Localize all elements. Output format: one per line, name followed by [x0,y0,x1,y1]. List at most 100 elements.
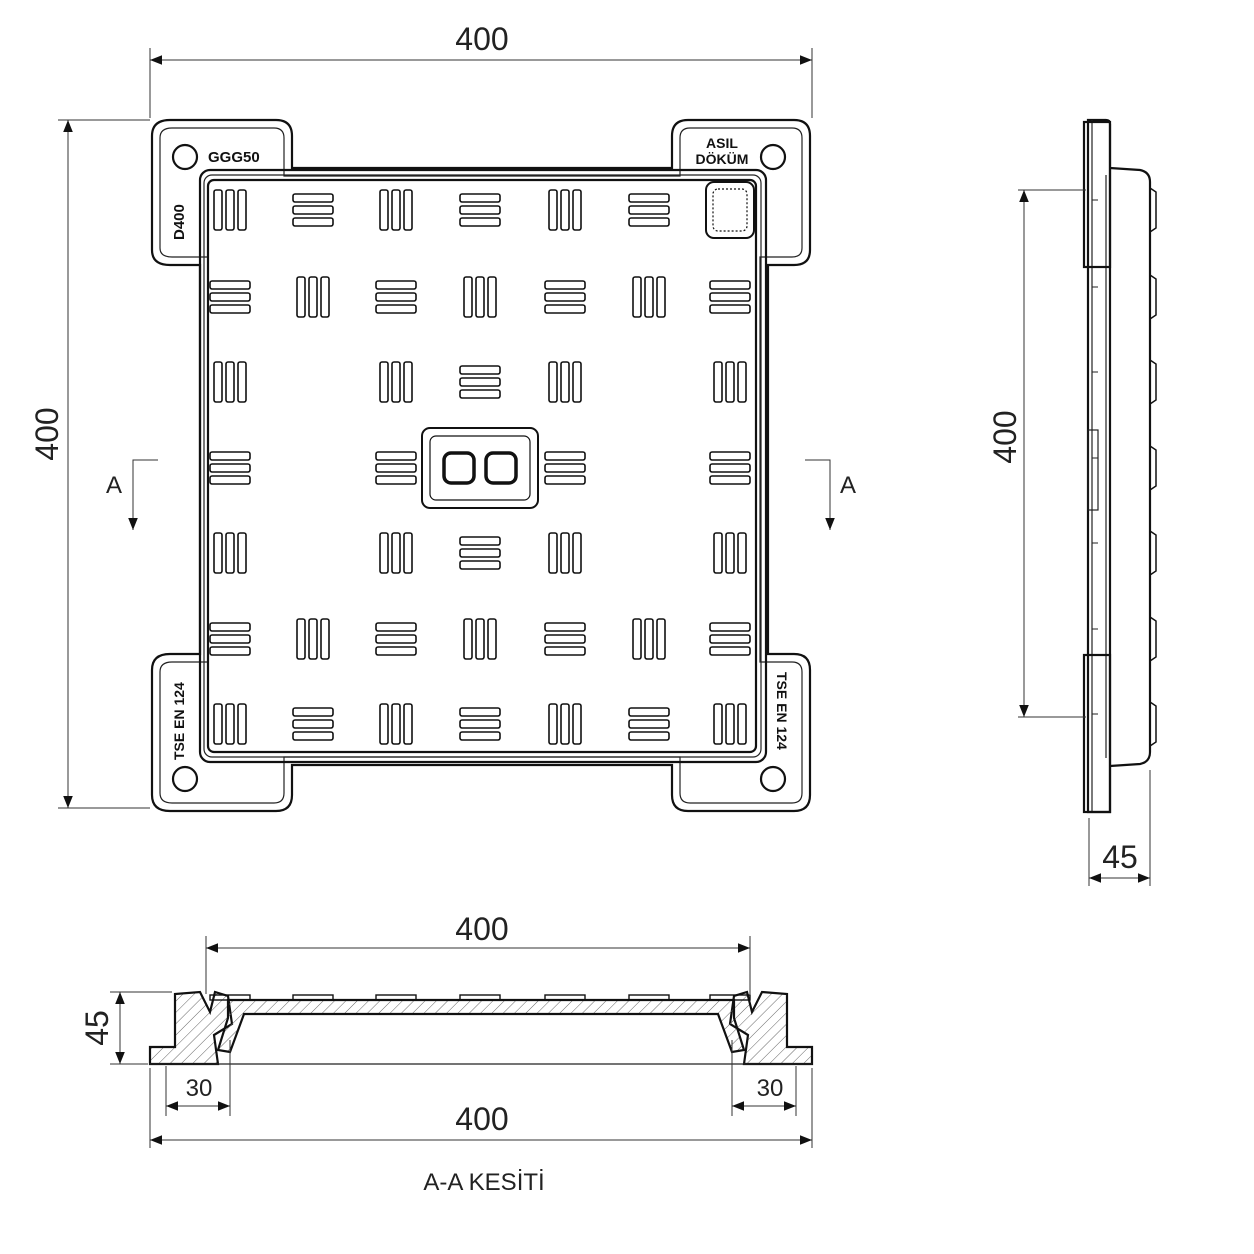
corner-boss [705,181,755,239]
slot [459,731,501,741]
slot [391,189,401,231]
slot [237,532,247,574]
slot [308,276,318,318]
slot [548,189,558,231]
section-mark-left: A [106,472,122,499]
vertical-slot-group [379,703,413,745]
slot [644,618,654,660]
slot [292,193,334,203]
slot [459,536,501,546]
slot [544,646,586,656]
slot [403,703,413,745]
slot [572,189,582,231]
cover-plate [206,178,758,754]
slot [225,361,235,403]
material-mark: GGG50 [208,149,260,166]
slot [375,304,417,314]
slot [737,361,747,403]
slot [225,189,235,231]
section-rib [459,994,501,1001]
horizontal-slot-group [209,280,251,314]
horizontal-slot-group [292,193,334,227]
vertical-slot-group [213,532,247,574]
slot [544,292,586,302]
slot [209,475,251,485]
side-view: 400 45 [987,118,1157,886]
slot [572,532,582,574]
slot [548,703,558,745]
slot [375,475,417,485]
keyhole-plate-inner [429,435,531,501]
slot [379,703,389,745]
slot [213,189,223,231]
plan-height-dimension: 400 [29,407,65,460]
maker-mark-line2: DÖKÜM [696,151,749,167]
slot [403,189,413,231]
slot [632,276,642,318]
slot [292,205,334,215]
side-bump [1149,701,1157,747]
slot [459,560,501,570]
slot [544,463,586,473]
slot [656,276,666,318]
slot [375,451,417,461]
slot [292,731,334,741]
slot [709,463,751,473]
section-rib [709,994,751,1001]
horizontal-slot-group [459,707,501,741]
slot [391,703,401,745]
slot [487,618,497,660]
vertical-slot-group [713,361,747,403]
vertical-slot-group [632,618,666,660]
maker-mark-line1: ASIL [706,135,738,151]
horizontal-slot-group [292,707,334,741]
slot [572,361,582,403]
slot [292,217,334,227]
slot [709,622,751,632]
load-class-mark: D400 [171,204,188,240]
slot [713,361,723,403]
slot [548,532,558,574]
cover-outer-edge [198,168,768,764]
slot [709,292,751,302]
slot [379,532,389,574]
vertical-slot-group [213,703,247,745]
bolt-hole [171,143,199,171]
slot [209,622,251,632]
slot [375,292,417,302]
side-bump [1149,445,1157,491]
slot [209,280,251,290]
slot [375,280,417,290]
horizontal-slot-group [709,622,751,656]
slot [237,361,247,403]
side-bump [1149,359,1157,405]
slot [213,703,223,745]
section-bottom-dimension: 400 [455,1101,508,1137]
slot [308,618,318,660]
lifting-keyhole-plate [421,427,539,509]
vertical-slot-group [632,276,666,318]
slot [391,361,401,403]
vertical-slot-group [548,189,582,231]
slot [459,193,501,203]
slot [459,365,501,375]
vertical-slot-group [213,189,247,231]
slot [209,304,251,314]
side-height-dimension: 400 [987,410,1023,463]
slot [628,719,670,729]
slot [459,389,501,399]
slot [544,304,586,314]
slot [709,304,751,314]
slot [379,361,389,403]
section-rib [544,994,586,1001]
section-title: A-A KESİTİ [423,1169,544,1196]
side-thickness-dimension: 45 [1102,839,1138,875]
slot [459,205,501,215]
slot [296,276,306,318]
bolt-hole [171,765,199,793]
slot [709,634,751,644]
side-bump [1149,274,1157,320]
section-top-dimension: 400 [455,911,508,947]
slot [459,548,501,558]
vertical-slot-group [463,276,497,318]
